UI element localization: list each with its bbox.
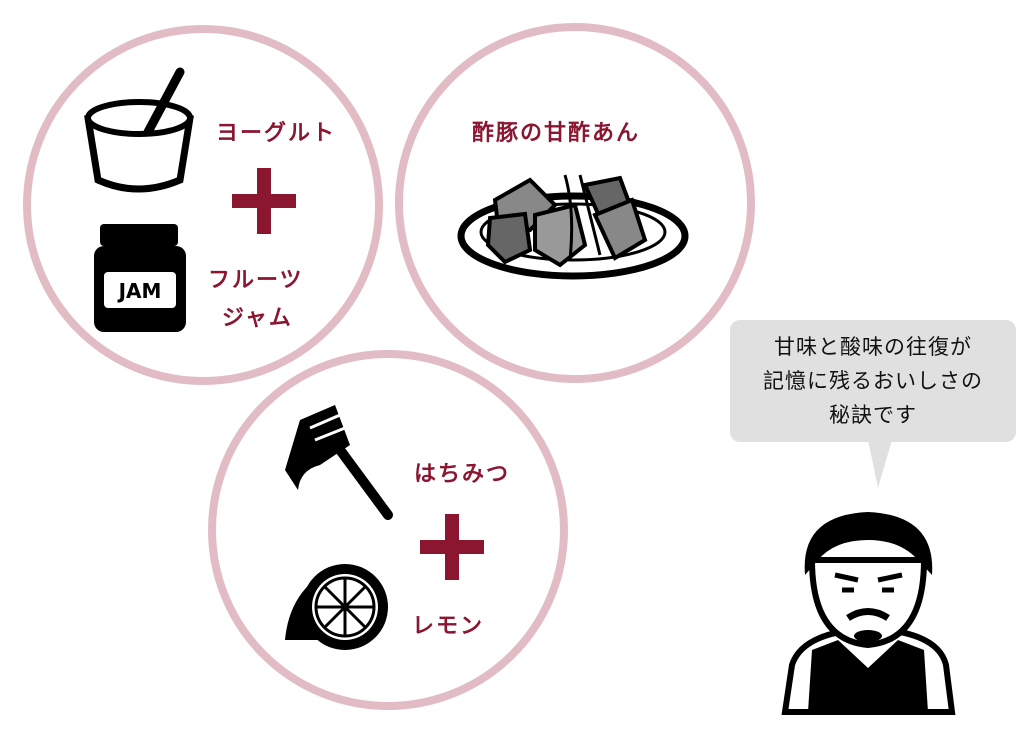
fruit-label: フルーツ [208, 268, 304, 293]
speech-bubble: 甘味と酸味の往復が 記憶に残るおいしさの 秘訣です [730, 320, 1016, 442]
honey-dipper-icon [285, 405, 393, 520]
honey-label: はちみつ [414, 462, 511, 487]
chef-avatar [781, 512, 956, 715]
plus-icon [232, 168, 296, 234]
honey-lemon-circle [208, 350, 568, 710]
speech-line: 甘味と酸味の往復が [774, 335, 972, 359]
jar-label: JAM [117, 279, 162, 303]
sweet-sour-pork-circle [395, 23, 755, 383]
yogurt-jam-circle [23, 25, 383, 385]
lemon-label: レモン [412, 614, 485, 639]
jam-jar-icon: JAM [94, 224, 186, 332]
plus-icon [420, 514, 484, 580]
sweet-sour-pork-title: 酢豚の甘酢あん [472, 121, 641, 146]
lemon-icon [285, 564, 388, 650]
speech-line: 秘訣です [829, 403, 917, 427]
yogurt-icon [84, 67, 194, 193]
yogurt-label: ヨーグルト [216, 121, 337, 146]
jam-label: ジャム [222, 306, 293, 331]
speech-bubble-tail [868, 440, 892, 488]
speech-line: 記憶に残るおいしさの [763, 369, 983, 393]
sweet-sour-pork-icon [457, 174, 689, 280]
